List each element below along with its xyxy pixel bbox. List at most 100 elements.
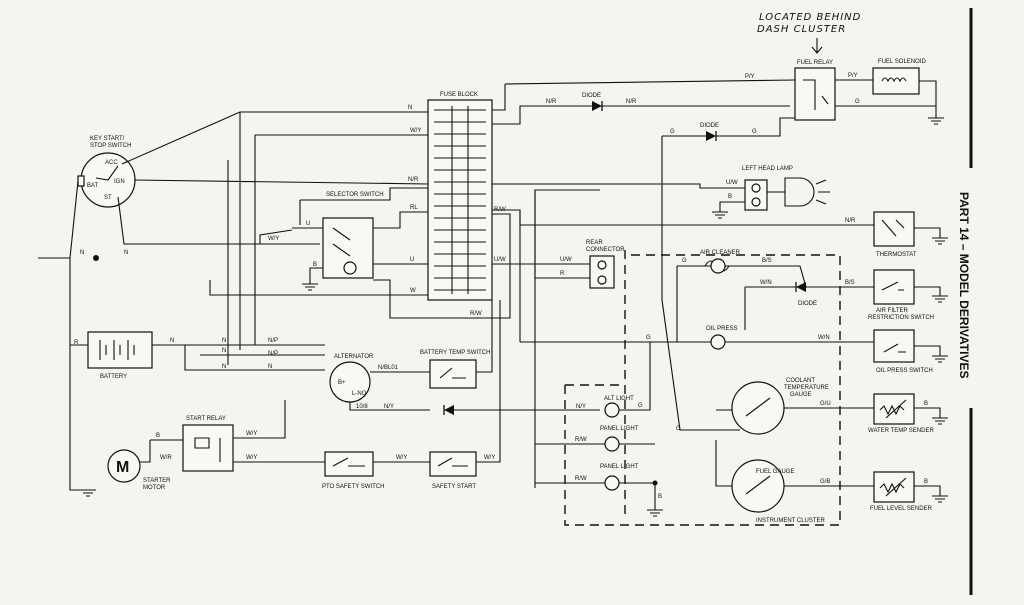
fuel-solenoid-label: FUEL SOLENOID [878,59,926,65]
wire-label-gu: G/U [820,401,831,407]
fuel-gauge [731,459,785,513]
fuse-block [427,99,493,301]
air-cleaner-label: AIR CLEANER [700,250,741,256]
wire-label-n5: N [222,338,226,344]
start-relay-label: START RELAY [186,416,226,422]
wire-label-n2: N [124,250,128,256]
diode-top [592,101,602,111]
wire-label-rw1: R/W [494,207,506,213]
wire-airfilter-ground [914,286,941,296]
head-lamp [784,177,815,207]
wire-rw-loop [373,213,511,319]
wire-label-py2: P/Y [848,73,858,79]
wire-py-fuse [492,84,506,111]
wire-label-np2: N/P [268,351,278,357]
instrument-cluster-outline [564,250,841,526]
wire-label-uw2: U/W [494,257,506,263]
junction-n [93,255,99,261]
wire-label-g3: G [752,129,757,135]
wire-label-b2: B [728,194,732,200]
wire-nr-thermostat [492,209,874,226]
fuel-level-sender-label: FUEL LEVEL SENDER [870,506,933,512]
key-ign-label: IGN [114,179,125,185]
alt-light-bulb [604,402,620,418]
coolant-gauge-label-1: COOLANT [786,378,815,384]
wire-label-bs1: B/S [762,258,772,264]
wire-label-r1: R [560,271,565,277]
wire-label-u1: U [306,221,310,227]
wire-label-b1: B [313,262,317,268]
wire-safety-fuse [476,300,501,463]
battery-temp-switch [429,359,477,389]
wire-label-rw2: R/W [470,311,482,317]
wire-label-n4: N [170,338,174,344]
wire-label-wy5: W/Y [396,455,407,461]
oil-press-label: OIL PRESS [706,326,737,332]
wire-label-uw3: U/W [560,257,572,263]
panel-light-1 [604,436,620,452]
coolant-temperature-gauge [731,381,785,435]
ground-airfilter [932,295,948,303]
wire-relay-motor [140,440,151,463]
wire-label-uw1: U/W [726,180,738,186]
wire-wy-selector [259,229,293,244]
coolant-gauge-label-2: TEMPERATURE [784,385,829,391]
panel-light-label-1: PANEL LIGHT [600,426,639,432]
wire-label-g5: G [646,335,651,341]
wire-label-wr: W/R [160,455,172,461]
wire-label-np1: N/P [268,338,278,344]
wire-label-n6: N [222,348,226,354]
air-filter-contacts [881,281,904,291]
oil-press-bulb [710,334,726,350]
fuel-gauge-needle [745,475,771,495]
wire-g-diode2 [661,117,795,300]
start-relay-coil [194,437,221,462]
starter-motor-symbol: M [116,459,129,476]
note-arrow [811,38,823,54]
fuel-solenoid [872,67,920,95]
pto-safety-switch [324,451,374,477]
safety-start-contacts [437,457,468,467]
side-title: PART 14 – MODEL DERIVATIVES [957,192,971,378]
battery-cells [99,340,135,360]
thermostat-label: THERMOSTAT [876,252,917,258]
wire-label-b6: B [924,479,928,485]
head-lamp-rays [815,179,830,205]
wire-label-bs2: B/S [845,280,855,286]
handwritten-note-line1: LOCATED BEHIND [759,12,861,23]
wire-label-rw3: R/W [575,437,587,443]
coolant-gauge-needle [745,397,771,417]
alternator-terminal-label: 10/8 [356,404,368,410]
diode-alt [444,405,454,415]
ground-thermostat [932,237,948,245]
wire-label-nr3: N/R [626,99,637,105]
fuse-rows [434,106,486,294]
ground-lamp [712,211,728,219]
safety-start-label: SAFETY START [432,484,476,490]
panel-light-label-2: PANEL LIGHT [600,464,639,470]
wire-alt-light [349,402,430,411]
panel-light-2 [604,475,620,491]
wire-label-nr2: N/R [546,99,557,105]
wire-label-b4: B [658,494,662,500]
wire-r-rear [534,190,590,488]
instrument-cluster-label: INSTRUMENT CLUSTER [756,518,826,524]
wire-label-rw4: R/W [575,476,587,482]
selector-switch-label: SELECTOR SWITCH [326,192,384,198]
wire-label-b5: B [924,401,928,407]
wire-label-n3: N [408,105,412,111]
key-switch-label-2: STOP SWITCH [90,143,131,149]
starter-motor-label-2: MOTOR [143,485,166,491]
selector-switch-knob [343,261,357,275]
starter-motor-label-1: STARTER [143,478,171,484]
head-lamp-label: LEFT HEAD LAMP [742,166,793,172]
wire-bat-down [69,258,90,346]
selector-switch-contacts [332,227,351,257]
wire-st [117,196,320,245]
wire-alt-light-g [619,342,651,411]
thermostat [873,211,915,247]
air-filter-restriction-switch [873,269,915,305]
wire-label-wy1: W/Y [268,236,279,242]
